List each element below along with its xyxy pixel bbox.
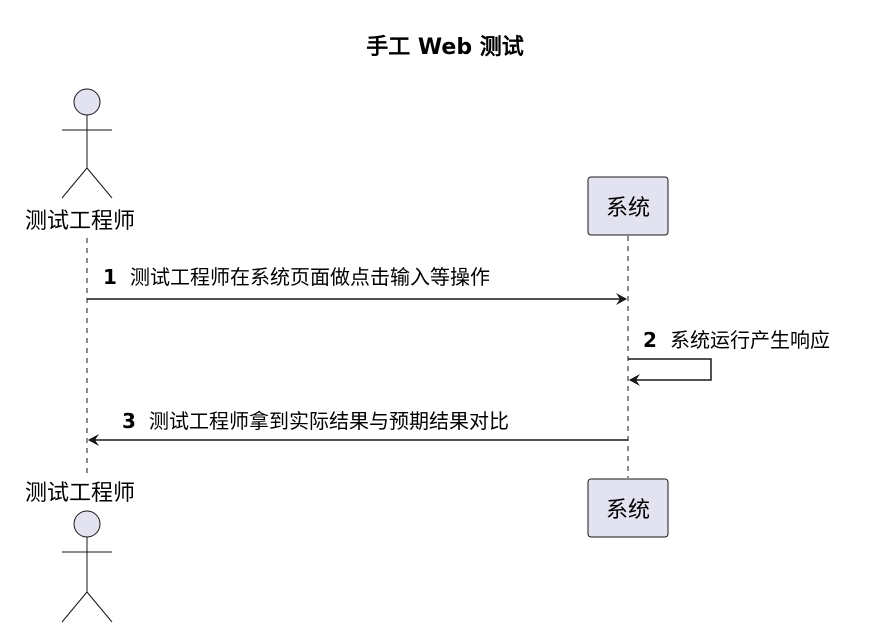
- message-3-number: 3: [122, 409, 136, 433]
- system-box-top: [587, 176, 669, 236]
- system-box-bottom: [587, 478, 669, 538]
- message-1-text: 测试工程师在系统页面做点击输入等操作: [130, 265, 490, 289]
- tester-label-top: 测试工程师: [25, 209, 135, 234]
- actor-head-icon: [73, 510, 101, 538]
- message-3-label: 3 测试工程师拿到实际结果与预期结果对比: [122, 409, 509, 433]
- tester-label-bottom: 测试工程师: [25, 481, 135, 506]
- tester-actor-top: [61, 88, 113, 199]
- message-1: 1 测试工程师在系统页面做点击输入等操作: [87, 265, 627, 305]
- message-1-number: 1: [103, 265, 117, 289]
- message-2-arrow: [628, 358, 712, 386]
- diagram-title: 手工 Web 测试: [366, 35, 523, 60]
- message-3: 3 测试工程师拿到实际结果与预期结果对比: [88, 409, 628, 446]
- message-2-number: 2: [643, 328, 657, 352]
- system-label-top: 系统: [606, 196, 650, 221]
- message-1-label: 1 测试工程师在系统页面做点击输入等操作: [103, 265, 490, 289]
- tester-actor-bottom: [61, 510, 113, 623]
- message-2: 2 系统运行产生响应: [628, 328, 830, 386]
- message-2-text: 系统运行产生响应: [670, 328, 830, 352]
- system-label-bottom: 系统: [606, 498, 650, 523]
- actor-head-icon: [73, 88, 101, 116]
- message-2-label: 2 系统运行产生响应: [643, 328, 830, 352]
- message-3-text: 测试工程师拿到实际结果与预期结果对比: [149, 409, 509, 433]
